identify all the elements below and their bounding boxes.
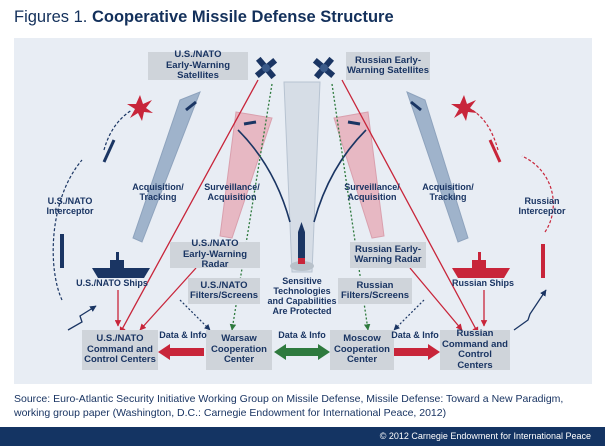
us-interceptor-comm-link [67, 305, 97, 331]
us-interceptor-missile-icon [102, 139, 116, 163]
ru-ship-icon [452, 252, 510, 278]
us-acquisition-cone [132, 91, 201, 243]
us-surveillance-cone [219, 111, 273, 239]
sensitive-technologies-label: Sensitive Technologies and Capabilities … [267, 276, 337, 316]
us-satellite-to-warsaw-dotted [229, 83, 273, 331]
us-surveillance-missile-icon [243, 120, 257, 126]
ru-trajectory-line [313, 129, 367, 223]
ru-filters-screens-box: Russian Filters/Screens [338, 278, 412, 304]
us-satellite-to-cc-line [119, 79, 259, 334]
data-info-mid-label: Data & Info [278, 330, 326, 340]
warsaw-moscow-double-arrow [274, 344, 330, 360]
us-filters-to-warsaw-dotted [179, 299, 211, 331]
us-intercept-explosion-icon [127, 95, 153, 121]
footer-copyright: © 2012 Carnegie Endowment for Internatio… [379, 431, 591, 441]
data-info-right-label: Data & Info [391, 330, 439, 340]
ru-radar-to-cc-line [409, 267, 463, 331]
ru-surveillance-acquisition-label: Surveillance/ Acquisition [344, 182, 400, 202]
us-surveillance-acquisition-label: Surveillance/ Acquisition [204, 182, 260, 202]
ru-interceptor-arc-upper [471, 109, 499, 151]
us-filters-screens-box: U.S./NATO Filters/Screens [188, 278, 260, 304]
ru-satellite-to-moscow-dotted [331, 83, 371, 331]
ru-filters-to-moscow-dotted [393, 299, 425, 331]
ru-ships-label: Russian Ships [451, 278, 514, 288]
data-info-left-label: Data & Info [159, 330, 207, 340]
footer-bar: © 2012 Carnegie Endowment for Internatio… [0, 427, 605, 446]
sensitive-technologies-cone [283, 81, 321, 273]
us-ship-icon [92, 252, 150, 278]
us-tracked-missile-icon [185, 100, 197, 112]
us-early-warning-radar-box: U.S./NATO Early-Warning Radar [170, 239, 260, 270]
us-satellite-icon [254, 56, 278, 80]
ru-command-control-box: Russian Command and Control Centers [440, 328, 510, 370]
ru-interceptor-comm-link [513, 289, 547, 331]
us-interceptor-arc-lower [52, 159, 83, 301]
us-acquisition-tracking-label: Acquisition/ Tracking [132, 182, 184, 202]
ru-acquisition-cone [406, 91, 469, 243]
ru-interceptor-arc-lower [521, 155, 554, 233]
ru-acquisition-tracking-label: Acquisition/ Tracking [422, 182, 474, 202]
ru-satellite-to-cc-line [341, 79, 479, 334]
ru-surveillance-missile-icon [347, 120, 361, 126]
ru-early-warning-radar-box: Russian Early- Warning Radar [350, 242, 426, 268]
moscow-to-ru-cc-arrow [394, 344, 440, 360]
ru-early-warning-satellites-box: Russian Early- Warning Satellites [346, 52, 430, 80]
ru-satellite-icon [312, 56, 336, 80]
us-radar-to-cc-line [139, 267, 197, 331]
ru-interceptor-label: Russian Interceptor [518, 196, 566, 216]
ru-surveillance-cone [333, 111, 385, 239]
us-early-warning-satellites-box: U.S./NATO Early-Warning Satellites [148, 50, 248, 81]
us-ships-label: U.S./NATO Ships [76, 278, 148, 288]
warsaw-to-us-cc-arrow [158, 344, 204, 360]
source-note: Source: Euro-Atlantic Security Initiativ… [14, 393, 564, 419]
ru-intercept-explosion-icon [451, 95, 477, 121]
ru-interceptor-missile-icon [488, 139, 502, 163]
figure-title-main: Cooperative Missile Defense Structure [91, 8, 394, 26]
moscow-cooperation-center-box: Moscow Cooperation Center [330, 330, 394, 370]
us-command-control-box: U.S./NATO Command and Control Centers [82, 330, 158, 370]
us-interceptor-label: U.S./NATO Interceptor [46, 196, 94, 216]
us-trajectory-line [237, 129, 291, 223]
figure-title-prefix: Figures 1. [14, 8, 88, 26]
sensitive-technologies-icon [290, 222, 314, 271]
warsaw-cooperation-center-box: Warsaw Cooperation Center [206, 330, 272, 370]
figure-title: Figures 1. Cooperative Missile Defense S… [14, 8, 394, 27]
ru-tracked-missile-icon [410, 100, 422, 112]
us-interceptor-arc-upper [103, 109, 133, 151]
